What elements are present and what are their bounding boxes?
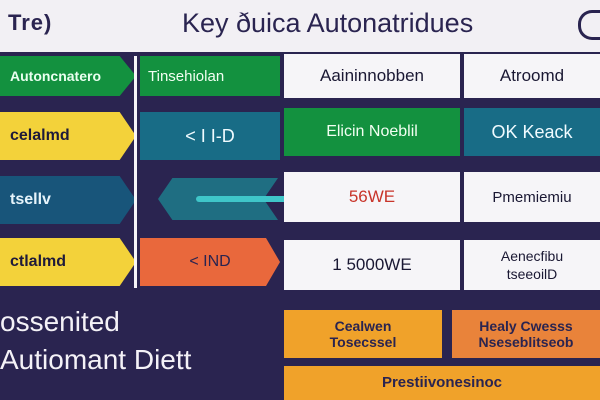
grid-row4-left[interactable]: 1 5000WE: [284, 240, 460, 290]
grid-row3-left[interactable]: 56WE: [284, 172, 460, 222]
grid-row1-left-label: Aaininnobben: [320, 66, 424, 85]
bottom-heading-line2: Autiomant Diett: [0, 344, 192, 375]
grid-row2-right[interactable]: OK Keack: [464, 108, 600, 156]
left-item-2[interactable]: tsellv: [0, 176, 136, 224]
middle-row4-label: < IND: [189, 253, 231, 270]
grid-row4-left-label: 1 5000WE: [332, 255, 412, 274]
bottom-box-2-line1: Healy Cwesss: [479, 318, 573, 334]
left-item-3-label: ctlalmd: [10, 253, 67, 270]
middle-row2-label: < I I-D: [185, 125, 235, 146]
bottom-box-2[interactable]: Healy Cwesss Nseseblitseob: [452, 310, 600, 358]
bottom-heading-line1: ossenited: [0, 306, 120, 337]
flow-arrow-line: [196, 196, 356, 202]
page-title: Key ðuica Autonatridues: [182, 8, 474, 38]
middle-row4-box[interactable]: < IND: [140, 238, 280, 286]
column-divider: [134, 56, 137, 288]
middle-row2-box[interactable]: < I I-D: [140, 112, 280, 160]
grid-row1-left[interactable]: Aaininnobben: [284, 54, 460, 98]
left-item-3[interactable]: ctlalmd: [0, 238, 136, 286]
grid-row2-left[interactable]: Elicin Noeblil: [284, 108, 460, 156]
grid-row4-right[interactable]: Aenecfibu tseeoilD: [464, 240, 600, 290]
left-top-label-chevron[interactable]: Autoncnatero: [0, 56, 136, 96]
bottom-box-1-line2: Tosecssel: [329, 334, 397, 350]
middle-top-label-box[interactable]: Tinsehiolan: [140, 56, 280, 96]
bottom-box-1-line1: Cealwen: [334, 318, 392, 334]
left-item-1-label: celalmd: [10, 127, 70, 144]
grid-row1-right[interactable]: Atroomd: [464, 54, 600, 98]
grid-row3-right-label: Pmemiemiu: [492, 188, 572, 206]
grid-row3-right[interactable]: Pmemiemiu: [464, 172, 600, 222]
middle-top-label: Tinsehiolan: [148, 67, 225, 85]
left-top-label: Autoncnatero: [10, 68, 101, 84]
bottom-box-3[interactable]: Prestiivonesinoc: [284, 366, 600, 400]
left-item-1[interactable]: celalmd: [0, 112, 136, 160]
bottom-box-1[interactable]: Cealwen Tosecssel: [284, 310, 442, 358]
header-bar: [0, 0, 600, 52]
logo: Tre): [8, 10, 53, 35]
grid-row2-left-label: Elicin Noeblil: [326, 123, 418, 140]
grid-row4-right-label-2: tseeoilD: [506, 266, 558, 282]
grid-row4-right-label-1: Aenecfibu: [500, 248, 564, 264]
bottom-box-3-label: Prestiivonesinoc: [381, 374, 503, 391]
bottom-box-2-line2: Nseseblitseob: [478, 334, 574, 350]
circle-icon: [578, 10, 600, 40]
grid-row3-left-label: 56WE: [348, 187, 396, 206]
grid-row2-right-label: OK Keack: [491, 121, 573, 142]
left-item-2-label: tsellv: [10, 191, 51, 208]
grid-row1-right-label: Atroomd: [499, 66, 565, 85]
